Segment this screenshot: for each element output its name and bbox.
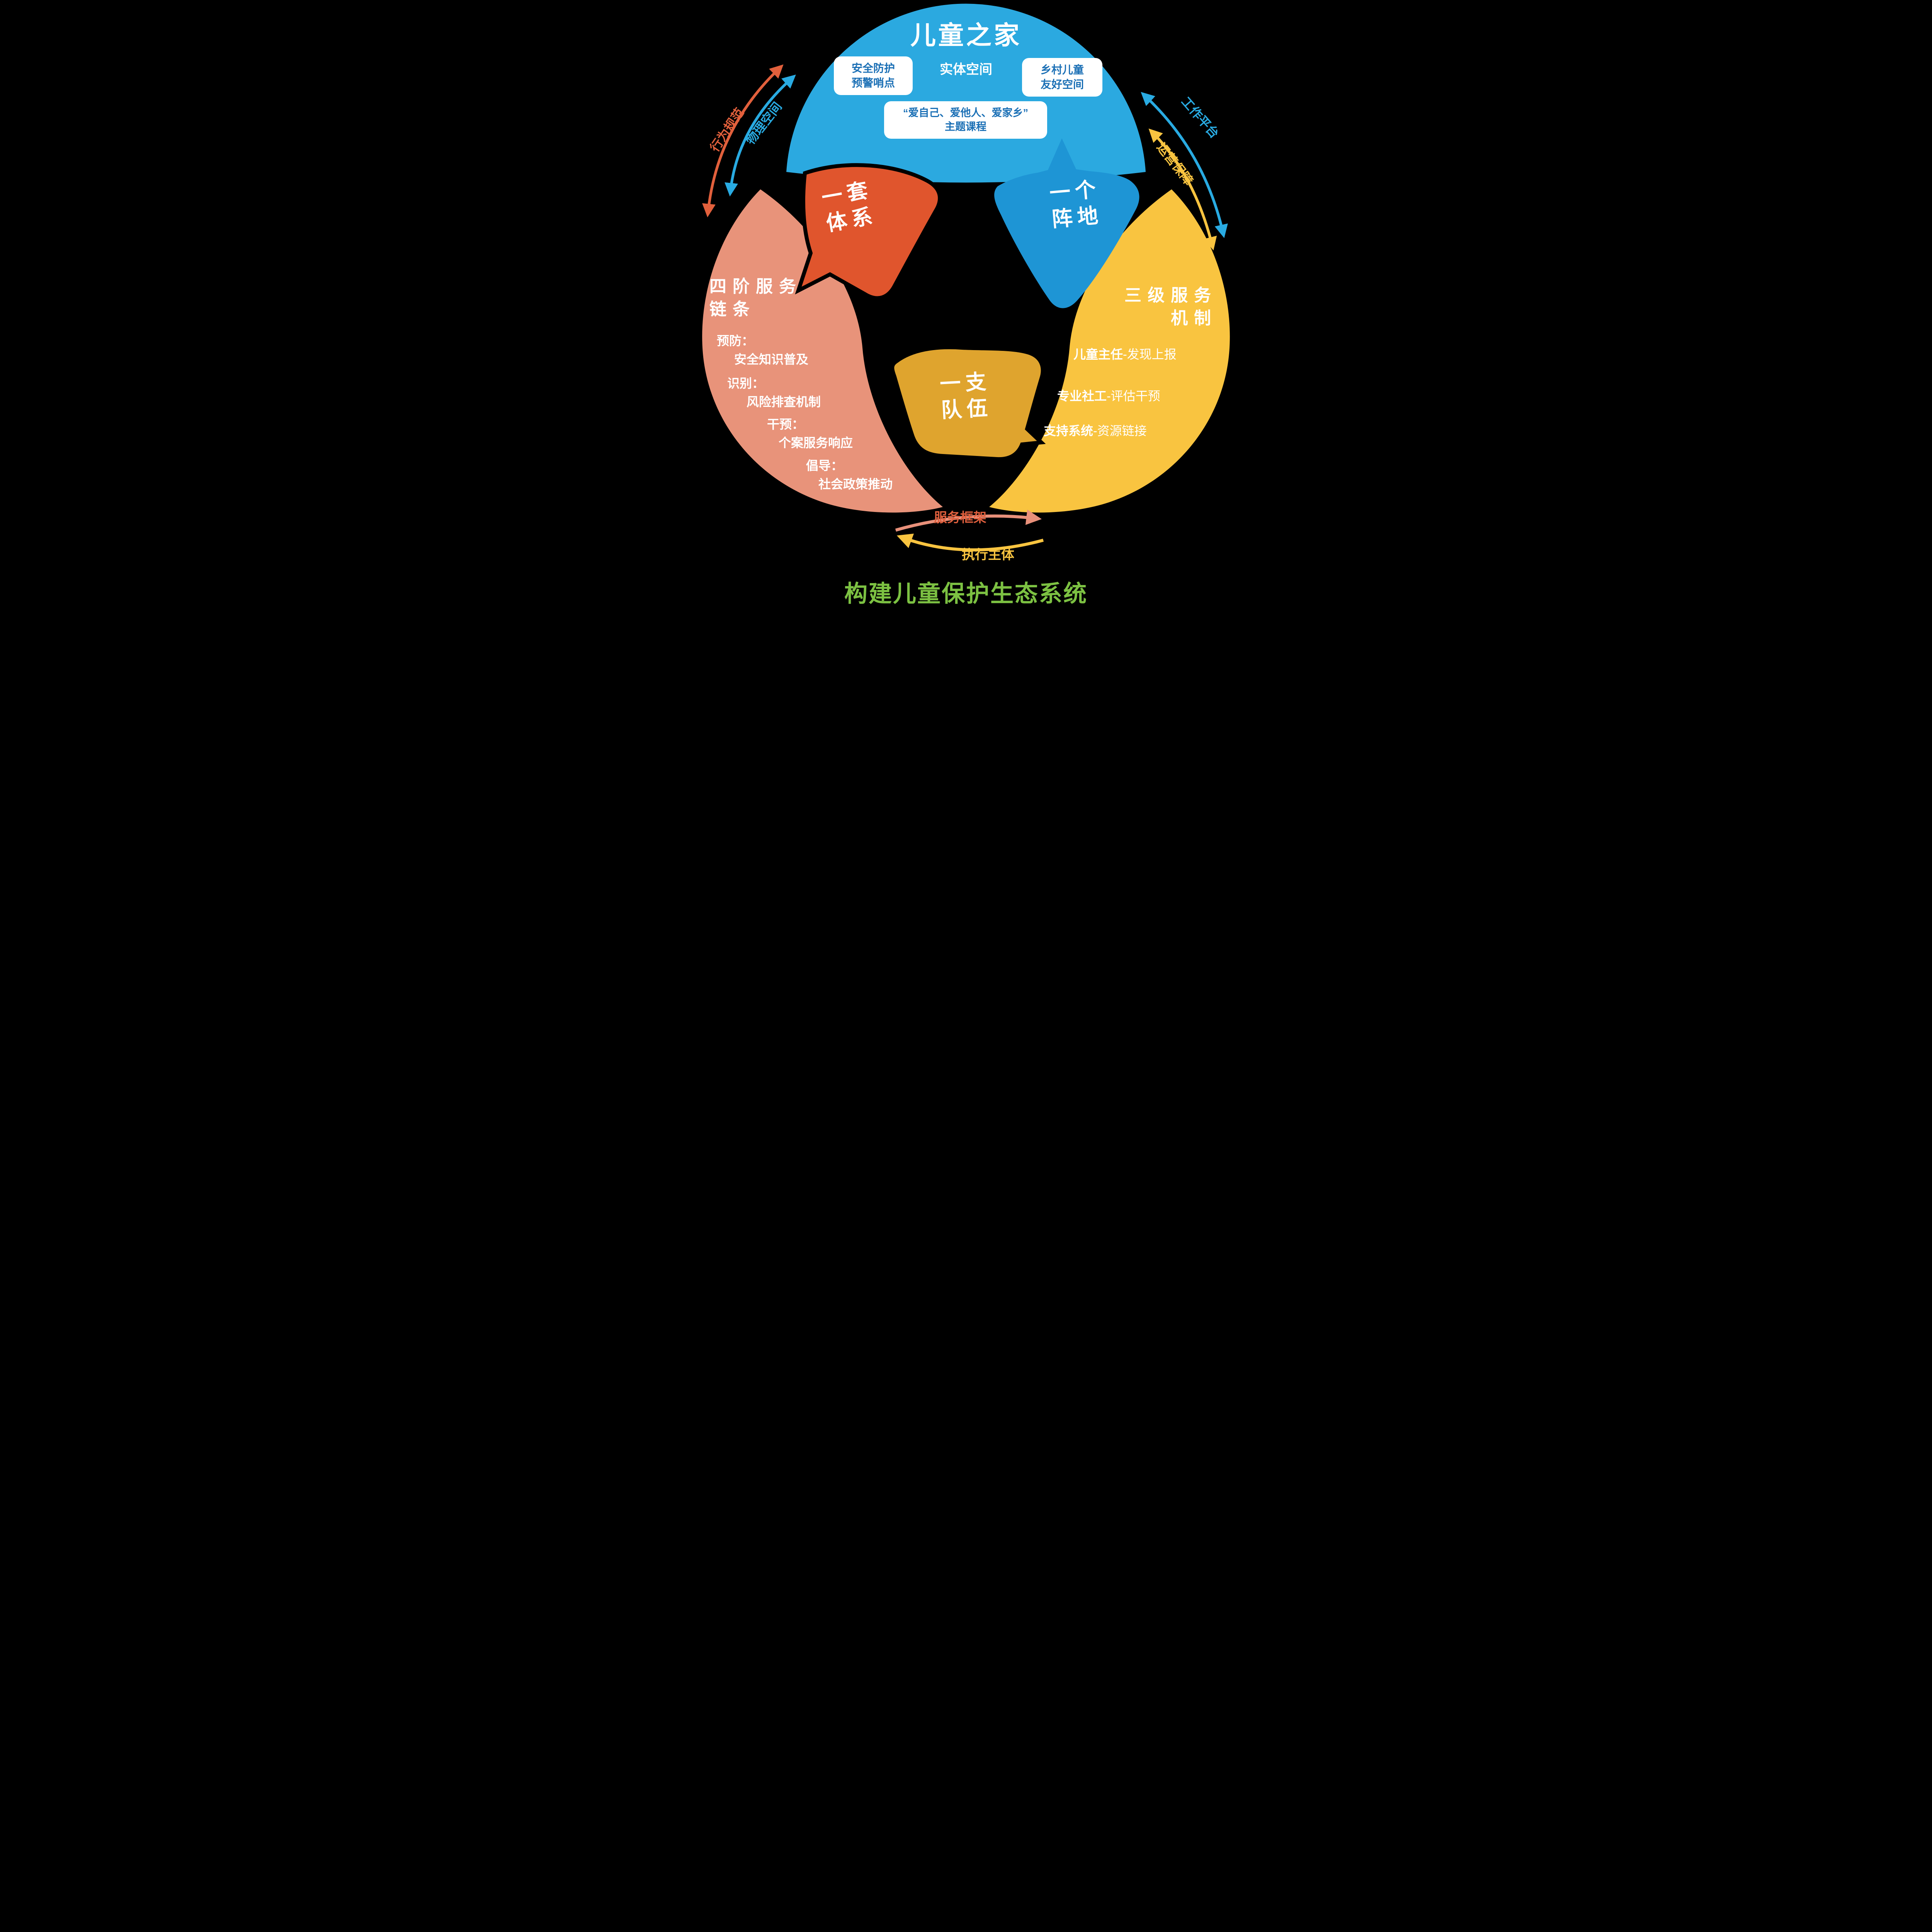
- advocacy-desc: 社会政策推动: [818, 477, 893, 491]
- child-protection-ecosystem-diagram: 儿童之家 实体空间 安全防护 预警哨点 乡村儿童 友好空间 “爱自己、爱他人、爱…: [696, 0, 1236, 612]
- execution-body-label: 执行主体: [962, 548, 1014, 562]
- identification-label: 识别：: [727, 376, 765, 390]
- yellow-right-crescent: [989, 189, 1230, 513]
- social-worker-label: 专业社工: [1057, 389, 1107, 403]
- red-system-triangle: [795, 163, 942, 300]
- physical-space-arrow: [724, 75, 796, 197]
- four-stage-heading-line2: 链条: [709, 300, 756, 319]
- support-system-item: 支持系统-资源链接: [1044, 421, 1147, 439]
- social-worker-desc: -评估干预: [1107, 389, 1160, 403]
- blue-top-arc-segment: [786, 3, 1146, 183]
- prevention-item: 预防： 安全知识普及: [717, 333, 808, 367]
- intervention-desc: 个案服务响应: [779, 436, 853, 450]
- identification-desc: 风险排查机制: [747, 395, 821, 409]
- execution-body-arrow: [896, 533, 1044, 552]
- theme-course-line2: 主题课程: [945, 121, 986, 133]
- support-system-desc: -资源链接: [1093, 424, 1147, 438]
- service-framework-arrow: [895, 509, 1042, 532]
- friendly-space-line2: 友好空间: [1040, 78, 1084, 90]
- page-title: 构建儿童保护生态系统: [844, 581, 1088, 607]
- four-stage-heading: 四阶服务 链条: [709, 275, 802, 321]
- social-worker-item: 专业社工-评估干预: [1057, 386, 1160, 404]
- theme-course-box: “爱自己、爱他人、爱家乡” 主题课程: [884, 101, 1047, 139]
- friendly-space-box: 乡村儿童 友好空间: [1022, 58, 1102, 97]
- three-level-heading-line1: 三级服务: [1124, 286, 1217, 305]
- one-team-line1: 一支: [939, 370, 992, 396]
- intervention-item: 干预： 个案服务响应: [767, 417, 853, 451]
- safety-sentinel-line1: 安全防护: [851, 62, 895, 74]
- salmon-left-crescent: [702, 189, 943, 513]
- four-stage-heading-line1: 四阶服务: [709, 277, 802, 296]
- blue-base-triangle: [994, 138, 1139, 308]
- diagram-shapes: [702, 3, 1230, 552]
- three-level-heading: 三级服务 机制: [1097, 284, 1217, 330]
- service-framework-label: 服务框架: [934, 510, 986, 525]
- three-level-heading-line2: 机制: [1171, 309, 1217, 328]
- children-home-title: 儿童之家: [910, 21, 1022, 49]
- one-team-label: 一支 队伍: [918, 368, 1014, 425]
- intervention-label: 干预：: [767, 417, 804, 431]
- theme-course-line1: “爱自己、爱他人、爱家乡”: [903, 107, 1028, 119]
- child-director-label: 儿童主任: [1073, 347, 1123, 361]
- operation-support-arrow: [1148, 128, 1217, 251]
- advocacy-item: 倡导： 社会政策推动: [806, 458, 893, 492]
- prevention-label: 预防：: [717, 334, 754, 348]
- physical-space-subtitle: 实体空间: [940, 62, 992, 77]
- friendly-space-line1: 乡村儿童: [1040, 64, 1084, 76]
- advocacy-label: 倡导：: [806, 459, 844, 473]
- one-team-line2: 队伍: [940, 396, 993, 422]
- one-base-label: 一个 阵地: [1028, 175, 1125, 235]
- safety-sentinel-box: 安全防护 预警哨点: [834, 56, 913, 95]
- gold-team-triangle: [890, 345, 1046, 461]
- child-director-desc: -发现上报: [1123, 347, 1177, 361]
- prevention-desc: 安全知识普及: [734, 352, 809, 366]
- safety-sentinel-line2: 预警哨点: [851, 77, 895, 89]
- child-director-item: 儿童主任-发现上报: [1073, 345, 1177, 362]
- support-system-label: 支持系统: [1044, 424, 1094, 438]
- identification-item: 识别： 风险排查机制: [727, 376, 821, 410]
